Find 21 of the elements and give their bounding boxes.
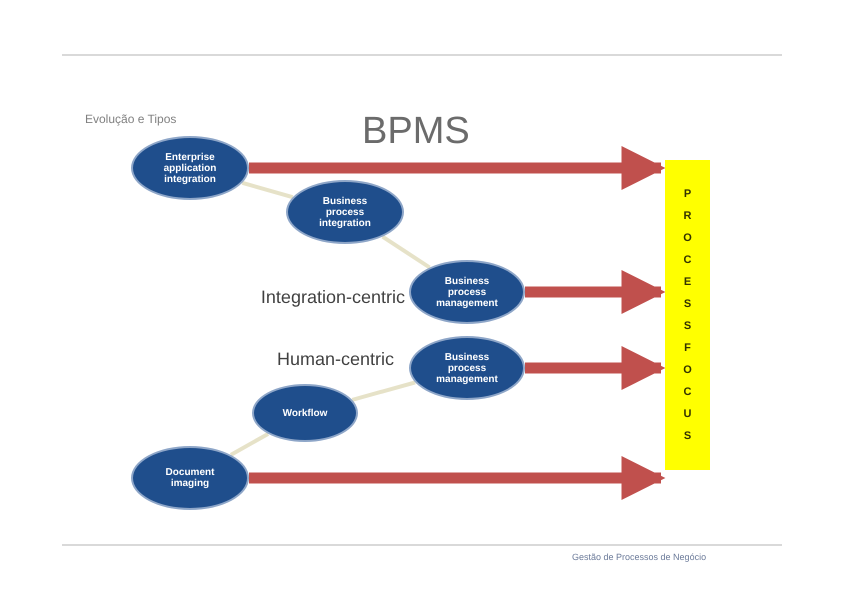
connector-line	[242, 180, 294, 200]
arrow	[525, 270, 666, 314]
vertical-text: PROCESS FOCUS	[682, 187, 693, 444]
vertical-banner	[665, 160, 710, 470]
connector-line	[230, 432, 270, 457]
node-text: Business process management	[435, 352, 499, 384]
node-text: Enterprise application integration	[162, 152, 218, 184]
node-text: Business process management	[435, 276, 499, 308]
label-text: Evolução e Tipos	[85, 111, 176, 128]
node-text: Business process integration	[318, 196, 372, 228]
node-text: Document imaging	[164, 467, 216, 489]
arrow	[249, 456, 666, 500]
connector-line	[352, 380, 416, 402]
label-text: Human-centric	[276, 348, 394, 371]
arrow	[249, 146, 666, 190]
node-text: Workflow	[282, 408, 328, 418]
arrow	[525, 346, 666, 390]
label-text: Integration-centric	[260, 286, 405, 309]
connector-line	[382, 234, 431, 270]
title: BPMS	[362, 112, 470, 150]
label-text: Gestão de Processos de Negócio	[572, 551, 706, 564]
